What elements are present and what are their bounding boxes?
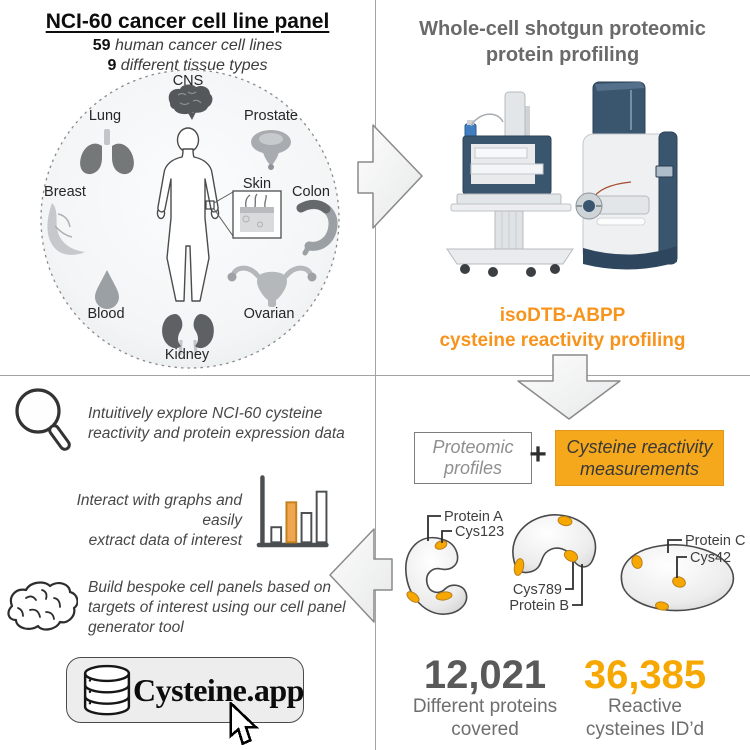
human-body-silhouette — [156, 127, 220, 302]
proteomic-box-line2: profiles — [443, 458, 503, 478]
app-name-label: Cysteine.app — [133, 671, 304, 708]
tissue-label-skin: Skin — [242, 176, 272, 192]
reactive-cysteines-value: 36,385 — [583, 653, 707, 697]
tissue-type-count: 9 — [107, 57, 117, 74]
kidneys-icon — [162, 314, 214, 356]
tissue-label-breast: Breast — [44, 184, 86, 200]
isodtb-line2: cysteine reactivity profiling — [439, 330, 686, 351]
cysteine-box-line2: measurements — [579, 459, 700, 479]
cys42-label: Cys42 — [690, 550, 731, 566]
cysteine-spots — [406, 515, 686, 611]
isodtb-abpp-label: isoDTB-ABPP cysteine reactivity profilin… — [375, 303, 750, 353]
feature-interact-text: Interact with graphs and easily extract … — [76, 492, 242, 549]
prostate-icon — [251, 130, 291, 170]
mass-spectrometer-illustration — [446, 81, 678, 277]
tissue-label-ovarian: Ovarian — [243, 306, 295, 322]
protein-b-label: Protein B — [509, 598, 569, 614]
proteins-covered-stat: 12,021 Different proteins covered — [390, 655, 580, 741]
protein-a-label: Protein A — [444, 509, 503, 525]
proteins-covered-value: 12,021 — [423, 653, 547, 697]
reactive-cysteines-caption-2: cysteines ID’d — [585, 719, 705, 740]
database-icon — [83, 664, 131, 716]
plus-sign: + — [529, 438, 547, 471]
label-connectors — [427, 515, 687, 606]
feature-explore-text: Intuitively explore NCI-60 cysteine reac… — [88, 405, 345, 442]
cysteine-box-line1: Cysteine reactivity — [566, 437, 713, 457]
cys123-label: Cys123 — [455, 524, 504, 540]
arrow-down-icon — [517, 354, 621, 420]
tissue-label-prostate: Prostate — [244, 108, 298, 124]
protein-blobs-graphic: Protein A Cys123 Cys789 Protein B Protei… — [405, 509, 745, 615]
breast-icon — [47, 203, 85, 255]
protein-c-label: Protein C — [685, 533, 745, 549]
brain-outline-icon — [7, 581, 78, 631]
tissue-label-kidney: Kidney — [164, 347, 210, 363]
proteomics-title: Whole-cell shotgun proteomic protein pro… — [375, 16, 750, 68]
cysteine-app-button[interactable]: Cysteine.app — [66, 657, 304, 723]
cart-wheels — [460, 264, 560, 277]
tissue-label-lung: Lung — [88, 108, 122, 124]
proteomic-box-line1: Proteomic — [432, 437, 514, 457]
proteins-covered-caption-1: Different proteins — [412, 696, 558, 717]
proteomics-title-line1: Whole-cell shotgun proteomic — [419, 18, 706, 40]
cys789-label: Cys789 — [513, 582, 562, 598]
lungs-icon — [80, 129, 134, 175]
nci60-tissue-circle-graphic — [40, 69, 340, 369]
protein-b-blob — [512, 514, 597, 574]
nci60-panel-title: NCI-60 cancer cell line panel — [45, 10, 330, 33]
cell-line-count: 59 — [92, 37, 111, 54]
proteomic-profiles-box: Proteomic profiles — [414, 432, 532, 484]
cysteine-reactivity-box: Cysteine reactivity measurements — [555, 430, 724, 486]
feature-build-text: Build bespoke cell panels based on targe… — [88, 579, 346, 636]
proteins-covered-caption-2: covered — [451, 719, 519, 740]
brain-cns-icon — [168, 84, 213, 120]
proteomics-title-line2: protein profiling — [485, 44, 640, 66]
bar-chart-icon — [256, 475, 329, 548]
tissue-label-blood: Blood — [87, 306, 125, 322]
nci60-stat-line-1: 59 human cancer cell lines — [92, 37, 283, 54]
ovarian-icon — [227, 265, 317, 307]
reactive-cysteines-caption-1: Reactive — [608, 696, 682, 717]
nci60-stat-line-2: 9 different tissue types — [107, 57, 268, 74]
isodtb-line1: isoDTB-ABPP — [499, 305, 626, 326]
cursor-icon — [229, 702, 260, 746]
magnifier-icon — [15, 388, 71, 451]
tissue-label-colon: Colon — [292, 184, 330, 200]
blood-drop-icon — [95, 270, 119, 309]
highlighted-bar — [285, 501, 298, 544]
reactive-cysteines-stat: 36,385 Reactive cysteines ID’d — [550, 655, 740, 741]
tissue-label-cns: CNS — [172, 73, 204, 89]
horizontal-divider — [0, 374, 750, 376]
skin-zoom-callout — [205, 190, 282, 239]
colon-icon — [296, 199, 338, 256]
